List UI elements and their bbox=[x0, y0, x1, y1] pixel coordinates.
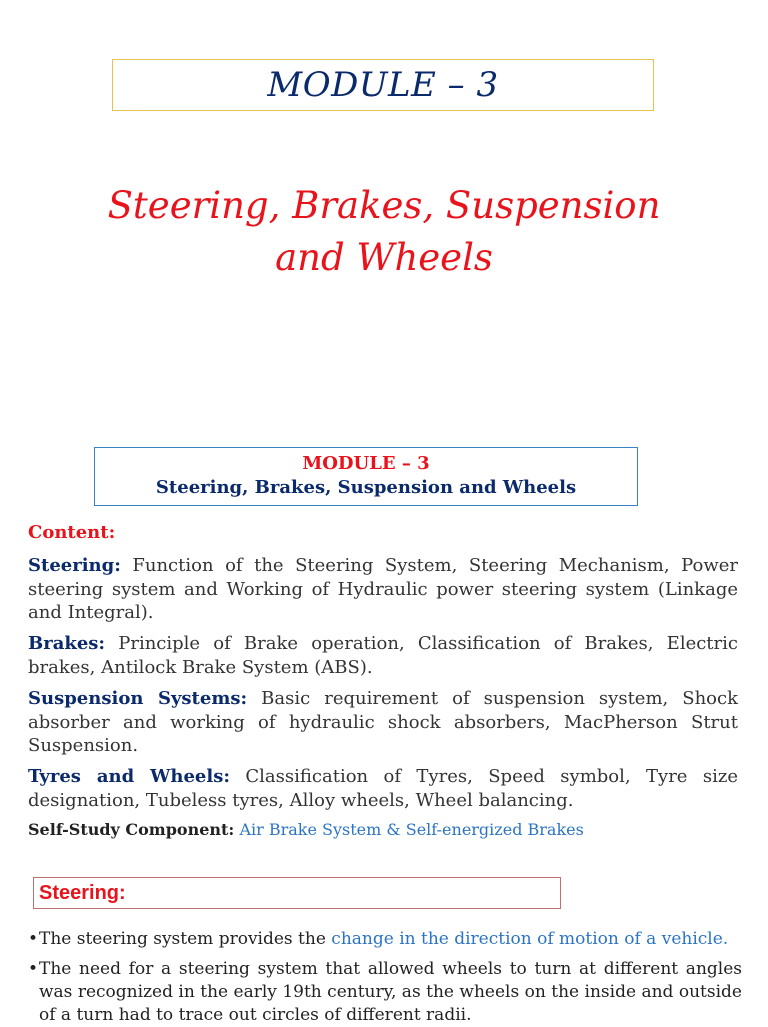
bullet-text-plain: The steering system provides the bbox=[39, 929, 332, 949]
section-label: Brakes: bbox=[28, 633, 106, 654]
section-suspension: Suspension Systems: Basic requirement of… bbox=[28, 687, 738, 758]
content-heading: Content: bbox=[28, 522, 116, 543]
bullet-text-highlight: change in the direction of motion of a v… bbox=[331, 929, 729, 949]
steering-heading: Steering: bbox=[39, 882, 126, 904]
section-text: Classification of Tyres, Speed symbol, T… bbox=[28, 766, 738, 811]
bullet-dot-icon: • bbox=[28, 959, 39, 979]
main-title-line2: and Wheels bbox=[275, 236, 493, 279]
section-tyres-wheels: Tyres and Wheels: Classification of Tyre… bbox=[28, 765, 738, 812]
section-text: Principle of Brake operation, Classifica… bbox=[28, 633, 738, 678]
section-brakes: Brakes: Principle of Brake operation, Cl… bbox=[28, 632, 738, 679]
module-header-box: MODULE – 3 bbox=[112, 59, 654, 111]
summary-module-label: MODULE – 3 bbox=[302, 453, 430, 474]
section-label: Tyres and Wheels: bbox=[28, 766, 230, 787]
self-study-value: Air Brake System & Self-energized Brakes bbox=[239, 820, 584, 839]
self-study-label: Self-Study Component: bbox=[28, 820, 235, 839]
section-text: Function of the Steering System, Steerin… bbox=[28, 555, 738, 623]
main-title: Steering, Brakes, Suspension and Wheels bbox=[0, 180, 768, 284]
self-study-component: Self-Study Component: Air Brake System &… bbox=[28, 820, 584, 839]
section-label: Steering: bbox=[28, 555, 121, 576]
module-header: MODULE – 3 bbox=[267, 65, 499, 105]
summary-module-title: Steering, Brakes, Suspension and Wheels bbox=[155, 477, 577, 498]
module-summary-box: MODULE – 3 Steering, Brakes, Suspension … bbox=[94, 447, 638, 506]
main-title-line1: Steering, Brakes, Suspension bbox=[107, 184, 661, 227]
section-label: Suspension Systems: bbox=[28, 688, 248, 709]
bullet-item: • The steering system provides the chang… bbox=[28, 928, 742, 951]
bullet-dot-icon: • bbox=[28, 929, 39, 949]
bullet-item: • The need for a steering system that al… bbox=[28, 958, 742, 1027]
section-text: Basic requirement of suspension system, … bbox=[28, 688, 739, 756]
bullet-text-plain: The need for a steering system that allo… bbox=[39, 959, 742, 1025]
steering-heading-box: Steering: bbox=[33, 877, 561, 909]
section-steering: Steering: Function of the Steering Syste… bbox=[28, 554, 738, 625]
bullet-text: The need for a steering system that allo… bbox=[28, 958, 742, 1027]
bullet-text: The steering system provides the change … bbox=[28, 928, 742, 951]
